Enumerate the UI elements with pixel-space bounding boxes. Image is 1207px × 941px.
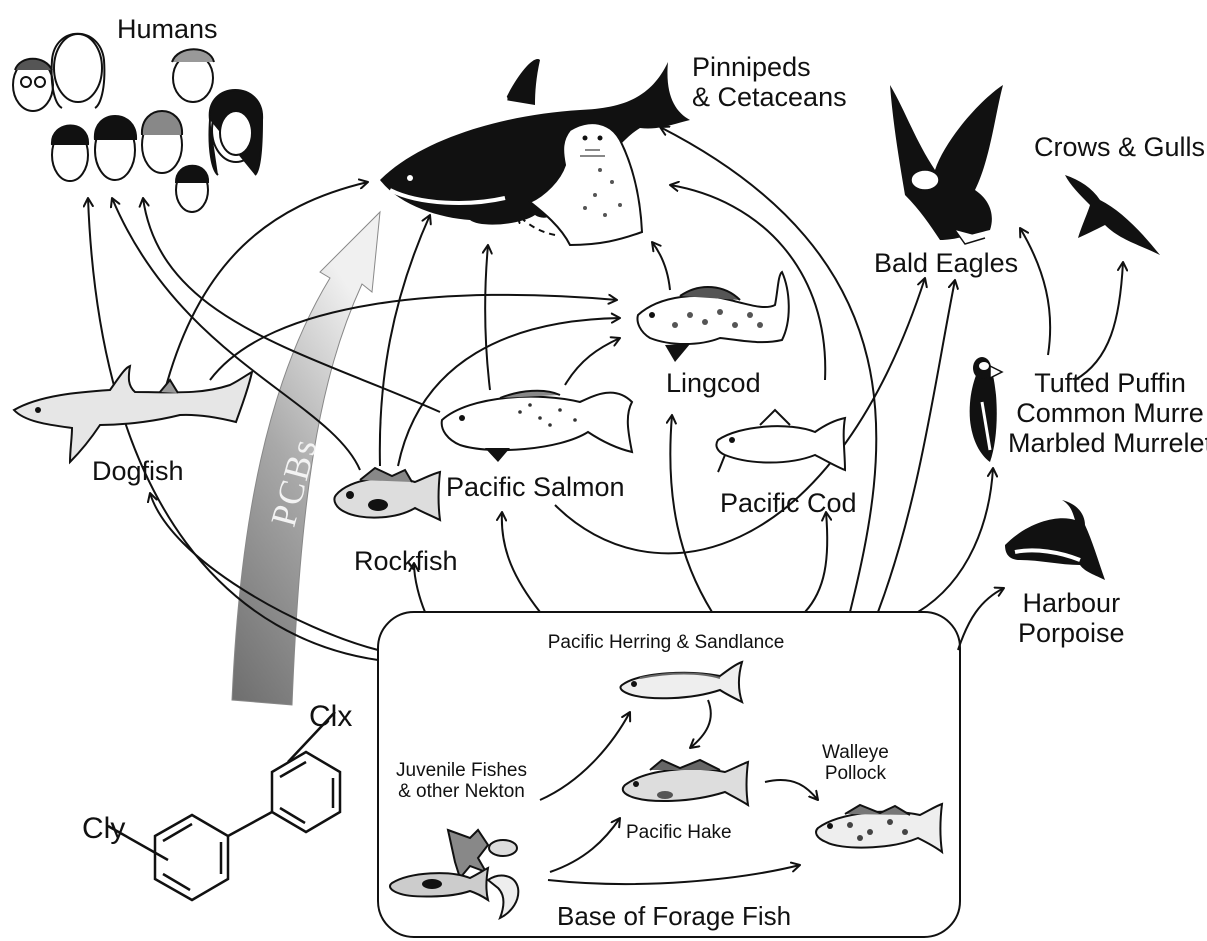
biphenyl-structure-icon [108, 712, 340, 900]
arrow-birds-crows [1075, 262, 1123, 380]
arrow-box-cod [805, 512, 827, 612]
arrow-hake-pollock [765, 780, 818, 800]
rockfish-label: Rockfish [354, 546, 458, 576]
lingcod-label: Lingcod [666, 368, 761, 398]
pacific-hake-label: Pacific Hake [626, 822, 732, 843]
arrow-rockfish-orca [380, 215, 430, 466]
eagle-icon [890, 85, 1003, 244]
pinnipeds-cetaceans-label: Pinnipeds & Cetaceans [692, 52, 847, 112]
pacific-cod-label: Pacific Cod [720, 488, 857, 518]
lingcod-icon [638, 272, 789, 362]
bald-eagles-label: Bald Eagles [874, 248, 1018, 278]
salmon-icon [442, 391, 632, 462]
hake-icon [623, 760, 748, 805]
pollock-icon [816, 804, 942, 852]
humans-label: Humans [117, 14, 218, 44]
arrow-box-birds [918, 468, 993, 612]
dogfish-label: Dogfish [92, 456, 184, 486]
crows-gulls-label: Crows & Gulls [1034, 132, 1205, 162]
base-forage-label: Base of Forage Fish [557, 901, 791, 931]
arrow-juvenile-herring [540, 712, 630, 800]
arrow-birds-eagles [1020, 228, 1050, 355]
cly-label: Cly [82, 812, 125, 845]
juvenile-fishes-label: Juvenile Fishes & other Nekton [396, 760, 527, 803]
puffin-icon [970, 357, 1002, 462]
porpoise-icon [1005, 500, 1105, 580]
human-face-icon [13, 34, 262, 212]
walleye-pollock-label: Walleye Pollock [822, 742, 889, 785]
arrow-nekton-pollock [548, 865, 800, 884]
arrow-salmon-lingcod [565, 338, 620, 385]
arrow-herring-hake [690, 700, 711, 748]
rockfish-icon [334, 468, 440, 520]
seabirds-label: Tufted Puffin Common Murre Marbled Murre… [1008, 368, 1207, 459]
crow-icon [1065, 175, 1160, 255]
harbour-porpoise-label: Harbour Porpoise [1018, 588, 1125, 648]
arrow-box-porpoise [958, 588, 1004, 650]
pacific-salmon-label: Pacific Salmon [446, 472, 625, 502]
cod-icon [716, 410, 845, 472]
arrow-box-eagles [878, 280, 955, 612]
clx-label: Clx [309, 700, 352, 733]
arrow-dogfish-lingcod [210, 295, 617, 380]
arrow-lingcod-seal [652, 242, 670, 290]
arrow-salmon-orca [485, 245, 490, 390]
herring-icon [620, 662, 742, 702]
arrow-box-salmon [502, 512, 540, 612]
arrow-juvenile-hake [550, 818, 620, 872]
dogfish-icon [14, 366, 252, 462]
herring-sandlance-label: Pacific Herring & Sandlance [548, 632, 785, 653]
arrow-cod-seal [670, 185, 825, 380]
nekton-icon [390, 830, 518, 918]
arrow-box-lingcod [670, 415, 712, 612]
